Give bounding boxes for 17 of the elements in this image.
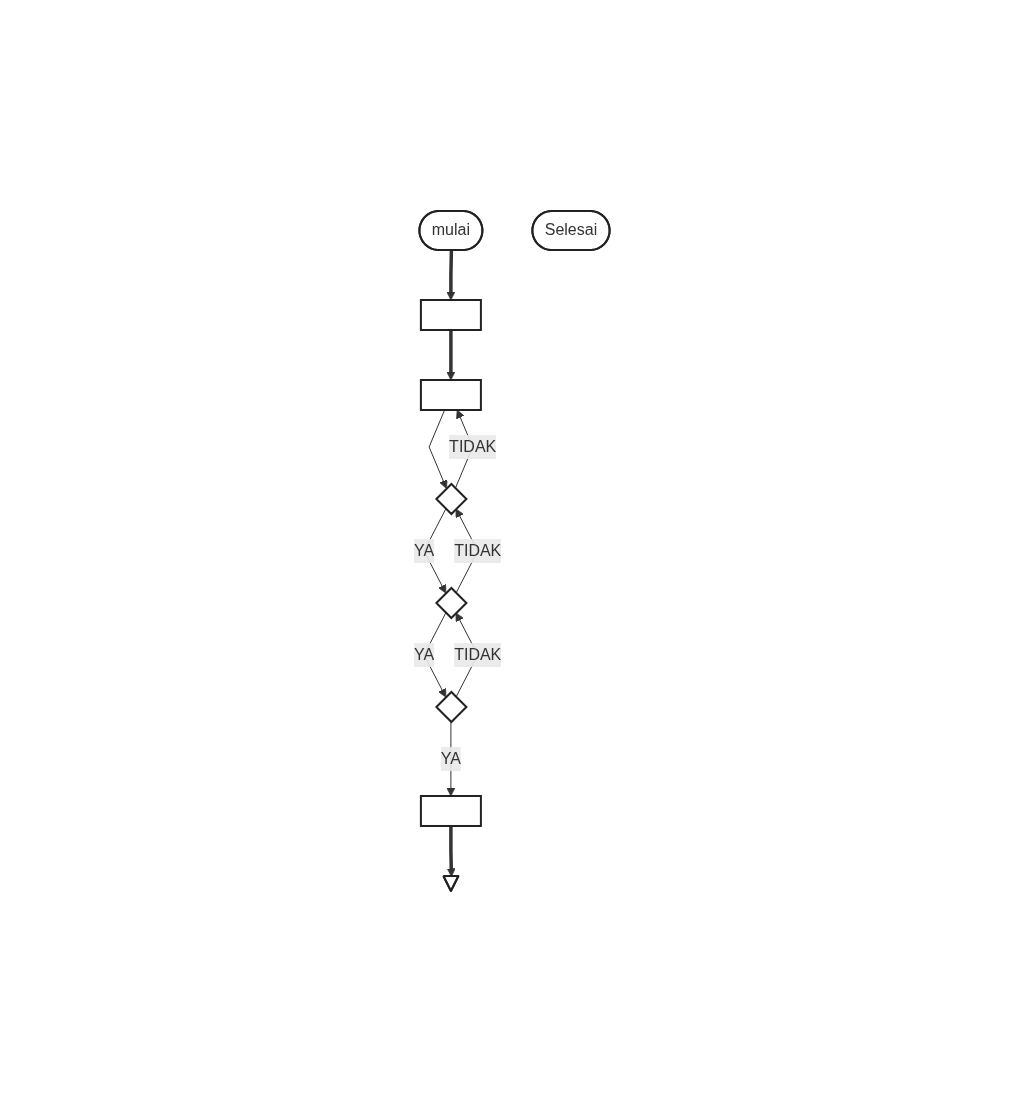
edge-label: TIDAK [453, 541, 501, 559]
node-box [419, 794, 482, 827]
arrow [428, 409, 448, 489]
edge-label: TIDAK [448, 437, 496, 455]
arrow [446, 721, 455, 796]
edge-label: YA [413, 645, 434, 663]
node-diamond [434, 690, 468, 723]
arrow [446, 329, 455, 380]
edge-label: TIDAK [453, 645, 501, 663]
edge-label: YA [413, 541, 434, 559]
arrow [446, 825, 456, 877]
node-diamond [434, 586, 468, 619]
arrow [446, 249, 455, 300]
edge-label: YA [440, 749, 461, 767]
node-diamond [434, 482, 468, 515]
node-box [419, 378, 482, 411]
node-box [419, 298, 482, 331]
